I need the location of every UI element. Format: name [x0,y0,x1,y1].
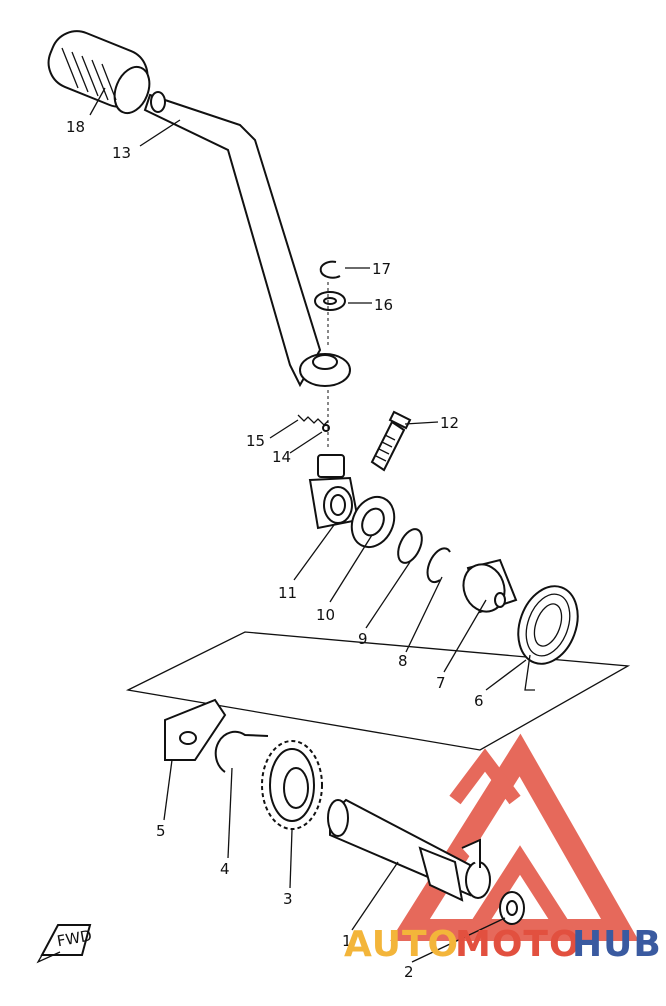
kick-axle-1 [327,798,491,902]
watermark-auto: AUTO [344,924,459,965]
kick-boss-11 [308,454,360,530]
bolt-12 [370,410,412,472]
label-7: 7 [436,674,446,692]
label-3: 3 [283,890,293,908]
watermark-hub: HUB [572,924,662,965]
label-11: 11 [278,584,297,602]
part-labels: 18 13 17 16 15 14 12 11 10 9 8 7 6 5 4 3… [66,118,484,981]
kick-arm [143,91,351,388]
label-8: 8 [398,652,408,670]
circlip-17 [319,260,341,279]
washer-9 [397,528,423,564]
torsion-spring-6 [517,585,579,691]
watermark-text: AUTO MOTO HUB [344,924,662,965]
spring-guide-7 [462,558,518,614]
plate-5 [164,698,227,761]
circlip-8 [426,547,451,583]
label-13: 13 [112,144,131,162]
fwd-label: FWD [56,926,94,950]
clip-4 [214,730,269,773]
label-1: 1 [342,932,352,950]
label-5: 5 [156,822,166,840]
washer-16 [314,291,346,311]
label-16: 16 [374,296,393,314]
watermark-logo [390,733,639,941]
watermark-moto: MOTO [455,924,581,965]
label-6: 6 [474,692,484,710]
spring-15 [297,414,329,426]
label-15: 15 [246,432,265,450]
label-10: 10 [316,606,335,624]
assembly-boundary [125,631,631,751]
oil-seal-10 [350,495,396,549]
label-17: 17 [372,260,391,278]
label-4: 4 [220,860,230,878]
label-2: 2 [404,963,414,981]
washer-2 [499,891,525,925]
leader-lines [89,87,527,963]
label-12: 12 [440,414,459,432]
kick-grip [47,30,151,115]
label-9: 9 [358,630,368,648]
gear-3 [261,740,323,830]
label-18: 18 [66,118,85,136]
label-14: 14 [272,448,291,466]
fwd-arrow-marker: FWD [36,924,94,964]
